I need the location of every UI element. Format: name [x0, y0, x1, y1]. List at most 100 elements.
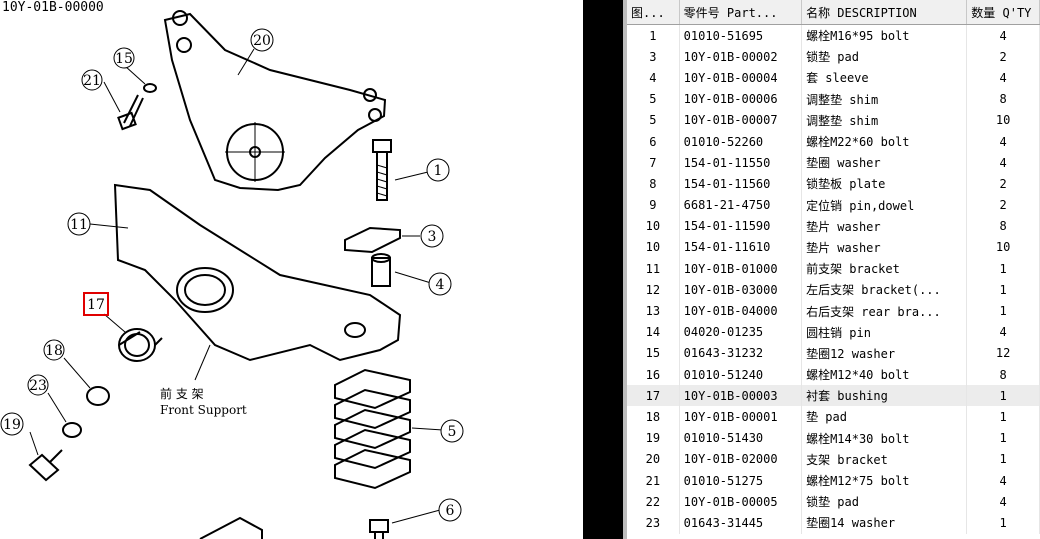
cell-part-no: 154-01-11610	[679, 236, 803, 259]
cell-description: 套 sleeve	[801, 67, 968, 89]
cell-part-no: 01010-52260	[679, 130, 803, 153]
cell-part-no: 6681-21-4750	[679, 194, 803, 216]
cell-quantity: 1	[966, 258, 1040, 280]
cell-index: 5	[627, 109, 680, 131]
cell-part-no: 01643-31445	[679, 512, 803, 534]
cell-quantity: 10	[966, 109, 1040, 131]
exploded-diagram: 20 15 21 1 11 3 4 17 18 23 19 5 6 前 支 架 …	[0, 10, 464, 539]
cell-quantity: 2	[966, 173, 1040, 195]
cell-part-no: 01010-51695	[679, 24, 803, 47]
cell-quantity: 1	[966, 406, 1040, 428]
cell-quantity: 4	[966, 24, 1040, 47]
cell-index: 10	[627, 215, 680, 237]
cell-quantity: 2	[966, 46, 1040, 68]
cell-description: 螺栓M22*60 bolt	[801, 130, 968, 153]
cell-part-no: 154-01-11590	[679, 215, 803, 237]
part-1-bolt	[372, 139, 392, 201]
cell-quantity: 8	[966, 215, 1040, 237]
cell-index: 7	[627, 152, 680, 174]
part-5-shims	[334, 368, 411, 490]
cell-part-no: 10Y-01B-00004	[679, 67, 803, 89]
cell-description: 螺栓M14*30 bolt	[801, 427, 968, 449]
left-edge-scrollbar[interactable]	[623, 0, 627, 539]
callout-21: 21	[83, 73, 101, 89]
cell-description: 锁垫板 plate	[801, 173, 968, 195]
cell-description: 前支架 bracket	[801, 258, 968, 280]
cell-description: 垫片 washer	[801, 215, 968, 237]
cell-quantity: 1	[966, 427, 1040, 449]
cell-description: 垫 pad	[801, 406, 968, 428]
cell-index: 11	[627, 258, 680, 280]
cell-quantity: 12	[966, 342, 1040, 364]
cell-part-no: 10Y-01B-00003	[679, 385, 803, 407]
cell-quantity: 2	[966, 194, 1040, 216]
cell-index: 19	[627, 427, 680, 449]
part-6-bolt	[369, 519, 389, 539]
cell-description: 锁垫 pad	[801, 46, 968, 68]
parts-diagram-panel: 10Y-01B-00000	[0, 0, 464, 539]
part-4-sleeve	[371, 257, 391, 287]
cell-description: 垫片 washer	[801, 236, 968, 259]
cell-quantity: 8	[966, 88, 1040, 110]
parts-table: 图... 零件号 Part... 名称 DESCRIPTION 数量 Q'TY …	[627, 0, 1040, 534]
cell-part-no: 10Y-01B-00001	[679, 406, 803, 428]
callout-6: 6	[446, 503, 455, 519]
col-header-part-no[interactable]: 零件号 Part...	[679, 0, 803, 25]
cell-description: 螺栓M12*75 bolt	[801, 469, 968, 492]
col-header-index[interactable]: 图...	[627, 0, 680, 25]
col-header-quantity[interactable]: 数量 Q'TY	[966, 0, 1040, 25]
part-21-bolt	[123, 94, 144, 127]
cell-index: 16	[627, 364, 680, 386]
callout-11: 11	[70, 217, 88, 233]
cell-part-no: 10Y-01B-00007	[679, 109, 803, 131]
table-header-row: 图... 零件号 Part... 名称 DESCRIPTION 数量 Q'TY	[627, 0, 1040, 25]
cell-part-no: 10Y-01B-03000	[679, 279, 803, 301]
cell-index: 23	[627, 512, 680, 534]
cell-description: 圆柱销 pin	[801, 321, 968, 343]
col-header-description[interactable]: 名称 DESCRIPTION	[801, 0, 968, 25]
cell-description: 垫圈14 washer	[801, 512, 968, 534]
cell-quantity: 1	[966, 385, 1040, 407]
caption-chinese: 前 支 架	[160, 386, 204, 401]
cell-part-no: 04020-01235	[679, 321, 803, 343]
cell-description: 调整垫 shim	[801, 109, 968, 131]
cell-description: 右后支架 rear bra...	[801, 300, 968, 322]
callout-17: 17	[87, 297, 105, 313]
cell-index: 15	[627, 342, 680, 364]
cell-part-no: 10Y-01B-04000	[679, 300, 803, 322]
cell-quantity: 4	[966, 130, 1040, 153]
cell-part-no: 10Y-01B-02000	[679, 448, 803, 470]
cell-index: 21	[627, 469, 680, 492]
callout-19: 19	[3, 417, 21, 433]
cell-part-no: 154-01-11550	[679, 152, 803, 174]
cell-part-no: 01010-51430	[679, 427, 803, 449]
cell-part-no: 01010-51240	[679, 364, 803, 386]
cell-index: 6	[627, 130, 680, 153]
cell-index: 22	[627, 491, 680, 513]
cell-description: 垫圈 washer	[801, 152, 968, 174]
